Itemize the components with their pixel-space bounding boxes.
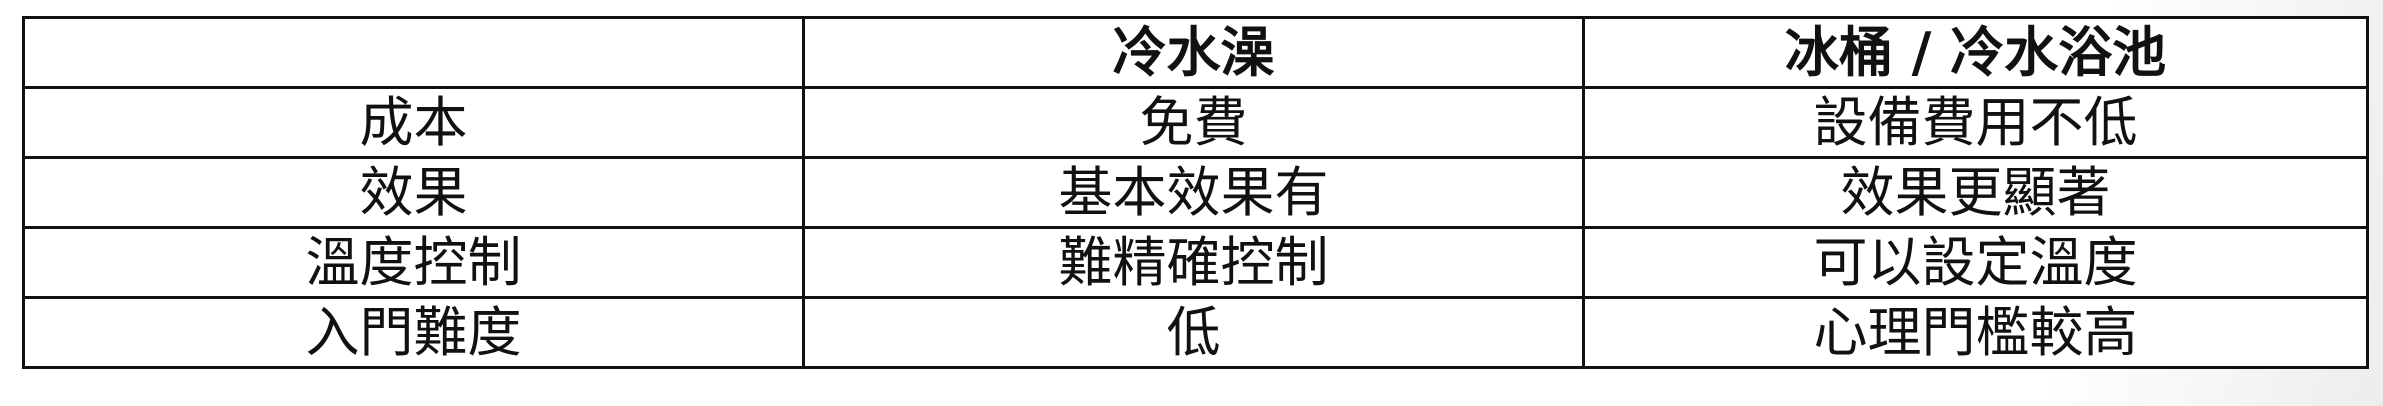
comparison-table: 冷水澡 冰桶 / 冷水浴池 成本 免費 設備費用不低 效果 基本效果有 效果更顯… [22, 16, 2369, 369]
table-row: 成本 免費 設備費用不低 [22, 86, 2369, 159]
cold-shower-cell: 基本效果有 [802, 156, 1585, 229]
header-cell-empty [22, 16, 805, 89]
table-header-row: 冷水澡 冰桶 / 冷水浴池 [22, 16, 2369, 89]
row-label-cell: 溫度控制 [22, 226, 805, 299]
table-row: 效果 基本效果有 效果更顯著 [22, 156, 2369, 229]
comparison-table-container: 冷水澡 冰桶 / 冷水浴池 成本 免費 設備費用不低 效果 基本效果有 效果更顯… [22, 16, 2369, 369]
cold-shower-cell: 低 [802, 296, 1585, 369]
row-label-cell: 入門難度 [22, 296, 805, 369]
header-cell-ice-bath: 冰桶 / 冷水浴池 [1582, 16, 2369, 89]
ice-bath-cell: 可以設定溫度 [1582, 226, 2369, 299]
ice-bath-cell: 心理門檻較高 [1582, 296, 2369, 369]
row-label-cell: 效果 [22, 156, 805, 229]
row-label-cell: 成本 [22, 86, 805, 159]
table-row: 入門難度 低 心理門檻較高 [22, 296, 2369, 369]
cold-shower-cell: 免費 [802, 86, 1585, 159]
ice-bath-cell: 設備費用不低 [1582, 86, 2369, 159]
ice-bath-cell: 效果更顯著 [1582, 156, 2369, 229]
table-row: 溫度控制 難精確控制 可以設定溫度 [22, 226, 2369, 299]
header-cell-cold-shower: 冷水澡 [802, 16, 1585, 89]
cold-shower-cell: 難精確控制 [802, 226, 1585, 299]
